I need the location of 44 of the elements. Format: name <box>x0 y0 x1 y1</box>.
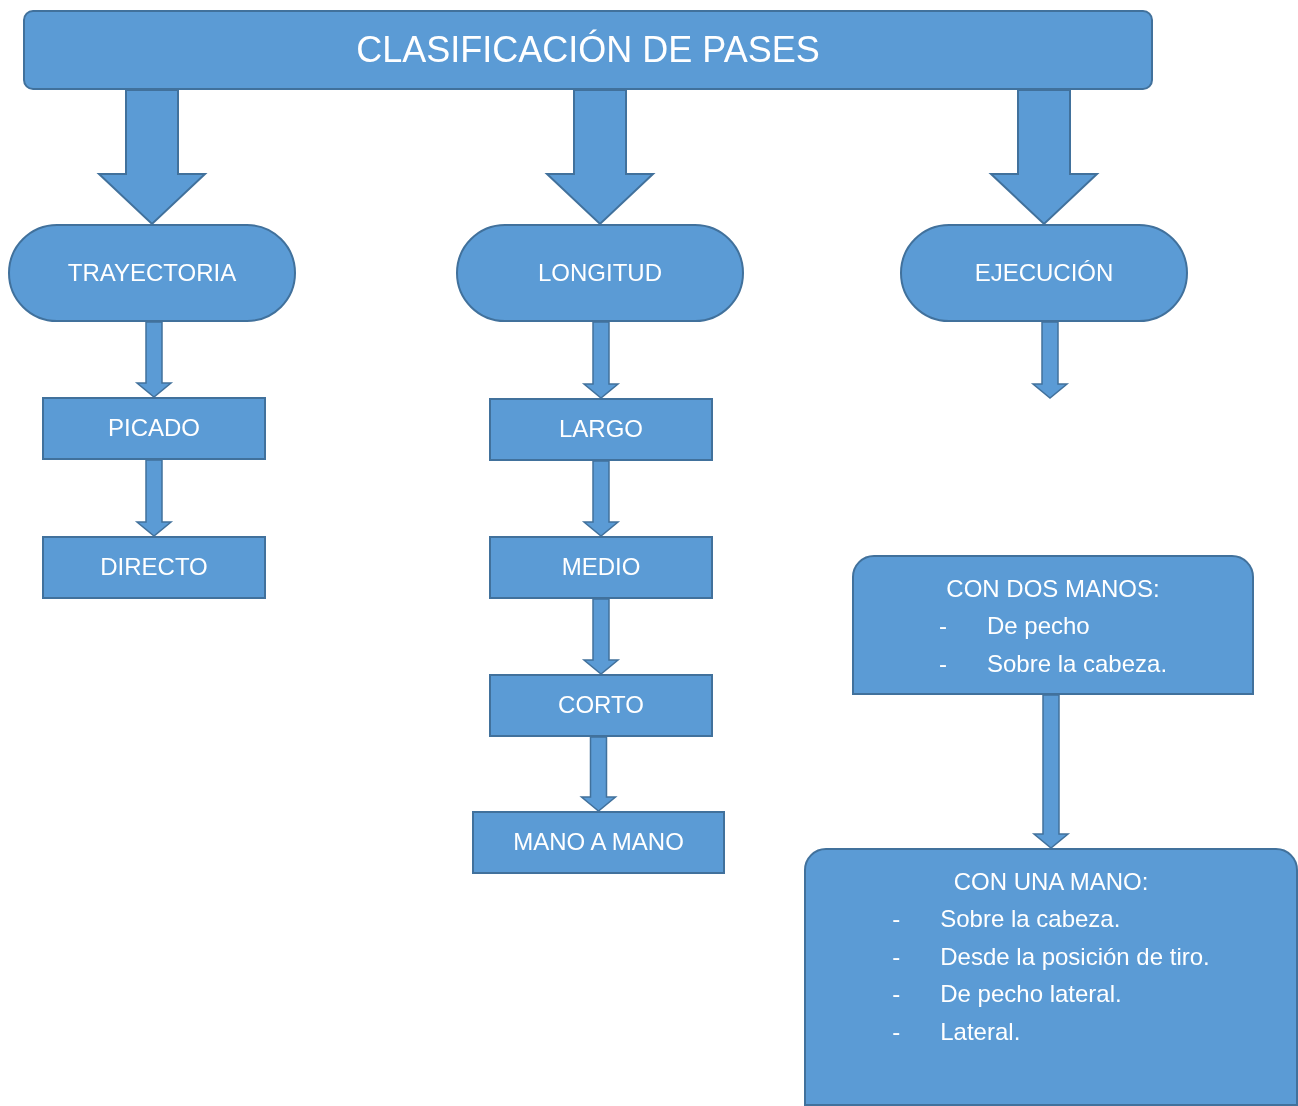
bullet-dash: - <box>938 611 948 641</box>
node-label: LARGO <box>559 415 643 444</box>
block-arrow <box>579 736 618 812</box>
list-item: De pecho <box>986 611 1091 641</box>
node-label: MANO A MANO <box>513 828 684 857</box>
node-label: EJECUCIÓN <box>974 258 1114 288</box>
list-item: Lateral. <box>940 1018 1022 1047</box>
item-box <box>472 811 725 874</box>
node-label: LONGITUD <box>538 258 662 288</box>
list-item: Desde la posición de tiro. <box>940 942 1210 972</box>
item-box <box>489 674 713 737</box>
node-label: MEDIO <box>561 553 641 582</box>
list-item: De pecho lateral. <box>940 980 1123 1010</box>
panel-heading: CON DOS MANOS: <box>946 575 1160 604</box>
item-box <box>489 398 713 461</box>
block-arrow <box>581 321 621 399</box>
panel-heading: CON UNA MANO: <box>953 868 1149 897</box>
bullet-dash: - <box>938 649 948 679</box>
block-arrow <box>1031 694 1071 849</box>
item-box <box>42 536 266 599</box>
node-label: DIRECTO <box>100 553 208 582</box>
bullet-dash: - <box>892 980 902 1010</box>
block-arrow <box>581 598 621 675</box>
node-label: CORTO <box>558 691 644 720</box>
bullet-dash: - <box>892 942 902 972</box>
list-panel <box>804 848 1298 1106</box>
block-arrow <box>581 460 621 537</box>
block-arrow <box>988 89 1100 226</box>
block-arrow <box>134 321 174 398</box>
block-arrow <box>134 459 174 537</box>
block-arrow <box>544 89 656 226</box>
list-panel <box>852 555 1254 695</box>
node-label: TRAYECTORIA <box>67 258 237 288</box>
node-label: PICADO <box>108 414 200 443</box>
node-label: CLASIFICACIÓN DE PASES <box>356 28 820 72</box>
item-box <box>42 397 266 460</box>
bullet-dash: - <box>892 1018 902 1047</box>
list-item: Sobre la cabeza. <box>986 649 1168 679</box>
list-item: Sobre la cabeza. <box>940 904 1122 934</box>
block-arrow <box>96 89 208 226</box>
bullet-dash: - <box>892 904 902 934</box>
item-box <box>489 536 713 599</box>
title-bar <box>23 10 1153 90</box>
block-arrow <box>1030 321 1070 399</box>
